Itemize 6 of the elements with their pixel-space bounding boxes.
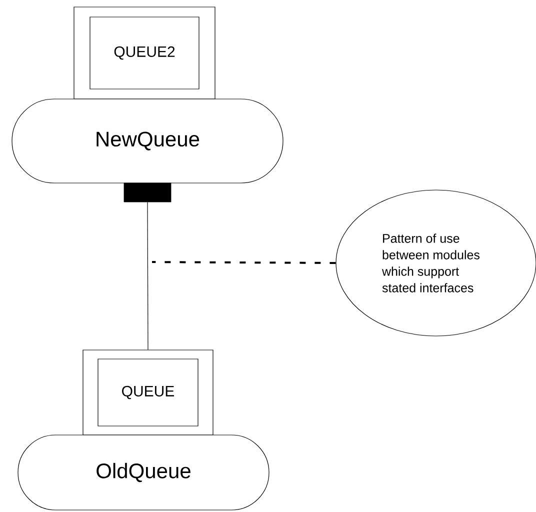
connector-line — [147, 202, 148, 350]
interface-box: QUEUE — [82, 350, 214, 436]
port-block — [124, 182, 172, 202]
interface-box: QUEUE2 — [74, 6, 216, 100]
node-label: OldQueue — [96, 462, 190, 482]
leader-line — [152, 261, 336, 264]
